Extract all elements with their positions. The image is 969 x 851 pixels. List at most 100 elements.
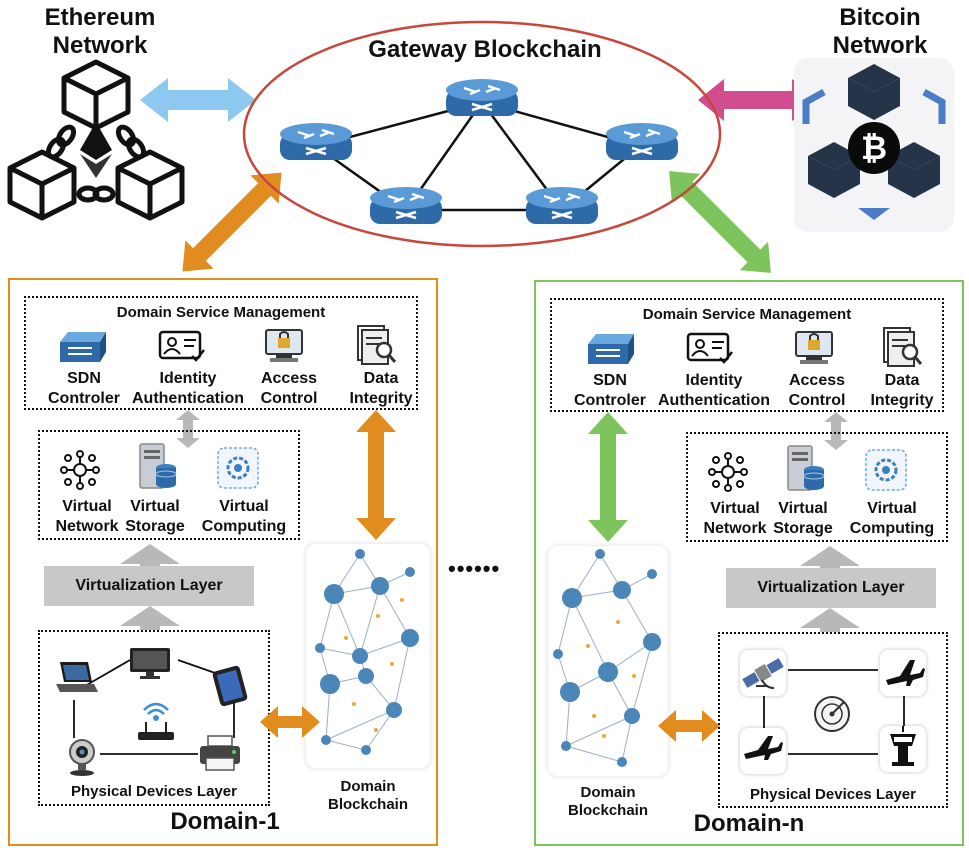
domainn-service-identity-line1: Identity: [685, 372, 743, 389]
id-card-icon: [686, 332, 733, 364]
domainn-service-integrity-line2: Integrity: [870, 392, 934, 409]
domain-ellipsis: ••••••: [448, 556, 501, 581]
domain1-blockchain-label-line2: Blockchain: [327, 796, 409, 813]
domainn-service-access-line2: Control: [788, 392, 846, 409]
compute-icon: [865, 449, 907, 491]
airplane-icon: [886, 660, 925, 686]
domain1-service-identity-line2: Authentication: [132, 390, 244, 407]
domainn-blockchain-box: [548, 546, 668, 776]
radar-icon: [814, 696, 850, 732]
domainn-physical-links: [763, 669, 905, 755]
ethereum-title-line1: Ethereum: [44, 4, 156, 31]
domainn-service-identity-line2: Authentication: [658, 392, 770, 409]
domain1-service-virtual-arrow: [176, 410, 200, 448]
switch-icon: [60, 332, 106, 362]
tv-icon: [130, 648, 170, 679]
domainn-virtualization-layer: Virtualization Layer: [726, 568, 936, 608]
tablet-icon: [212, 665, 248, 707]
domain1-virtualization-layer: Virtualization Layer: [44, 566, 254, 606]
bitcoin-title-line1: Bitcoin: [839, 4, 921, 31]
domain1-service-integrity-line1: Data: [363, 370, 399, 387]
domain1-virt-up-arrow: [120, 544, 180, 568]
network-icon: [708, 452, 748, 492]
domain1-service-title: Domain Service Management: [116, 304, 326, 321]
airplane-icon: [744, 736, 783, 760]
domain1-service-access-line2: Control: [260, 390, 318, 407]
domain1-phys-up-arrow: [120, 606, 180, 630]
domain1-service-sdn-line1: SDN: [67, 370, 101, 387]
data-integrity-icon: [883, 327, 923, 367]
domain1-virtual-storage-line2: Storage: [125, 518, 185, 535]
domain1-service-integrity-line2: Integrity: [349, 390, 413, 407]
server-icon: [787, 445, 825, 491]
gateway-domain1-arrow: [182, 172, 282, 272]
satellite-icon: [742, 658, 784, 689]
control-tower-icon: [890, 726, 916, 766]
domain1-virtual-box: [38, 430, 300, 540]
bitcoin-icon: ₿: [802, 64, 946, 220]
eth-gateway-arrow: [140, 78, 256, 122]
id-card-icon: [158, 330, 205, 362]
laptop-icon: [56, 662, 98, 692]
domainn-sdn-chain-arrow: [588, 412, 628, 542]
domain1-virtual-computing-line1: Virtual: [219, 498, 269, 515]
domainn-blockchain-graph: [553, 549, 661, 767]
domain1-service-box: [24, 296, 418, 410]
domain1-service-sdn-line2: Controler: [48, 390, 120, 407]
domainn-virtual-storage-line2: Storage: [773, 520, 833, 537]
domain1-physical-chain-arrow: [260, 706, 320, 738]
domain1-physical-layer-label: Physical Devices Layer: [71, 783, 237, 800]
domainn-name: Domain-n: [693, 810, 805, 837]
bitcoin-title: Bitcoin Network: [800, 4, 960, 60]
domainn-physical-chain-arrow: [658, 710, 720, 742]
domainn-virtual-computing-line1: Virtual: [867, 500, 917, 517]
domain1-service-access-line1: Access: [260, 370, 318, 387]
router-icon: [280, 123, 352, 160]
domainn-service-virtual-arrow: [824, 412, 848, 450]
domainn-service-integrity-line1: Data: [884, 372, 920, 389]
domain1-blockchain-label-line1: Domain: [340, 778, 396, 795]
domainn-physical-box: [718, 632, 948, 808]
router-icon: [526, 187, 598, 224]
domainn-virtual-network-line2: Network: [703, 520, 767, 537]
ethereum-title: Ethereum Network: [20, 4, 180, 60]
gateway-btc-arrow: [698, 79, 818, 121]
compute-icon: [217, 447, 259, 489]
router-icon: [370, 187, 442, 224]
domainn-virtual-box: [686, 432, 948, 542]
switch-icon: [588, 334, 634, 364]
domainn-service-sdn-line2: Controler: [574, 392, 646, 409]
domain1-virtual-computing-line2: Computing: [201, 518, 287, 535]
access-lock-icon: [795, 331, 833, 364]
router-icon: [446, 79, 518, 116]
domain1-virtual-network-line2: Network: [55, 518, 119, 535]
network-icon: [60, 450, 100, 490]
domainn-virtual-storage-line1: Virtual: [778, 500, 828, 517]
domain1-virtual-network-line1: Virtual: [62, 498, 112, 515]
bitcoin-title-line2: Network: [832, 32, 928, 59]
domainn-service-title: Domain Service Management: [642, 306, 852, 323]
domain1-virtual-storage-line1: Virtual: [130, 498, 180, 515]
ethereum-icon: [7, 59, 185, 221]
access-lock-icon: [265, 329, 303, 362]
printer-icon: [200, 735, 240, 771]
wifi-router-icon: [138, 702, 174, 740]
server-icon: [139, 443, 177, 489]
data-integrity-icon: [357, 325, 397, 365]
domainn-virt-up-arrow: [800, 546, 860, 570]
router-icon: [606, 123, 678, 160]
domain1-frame: [8, 278, 438, 846]
domainn-phys-up-arrow: [800, 608, 860, 632]
